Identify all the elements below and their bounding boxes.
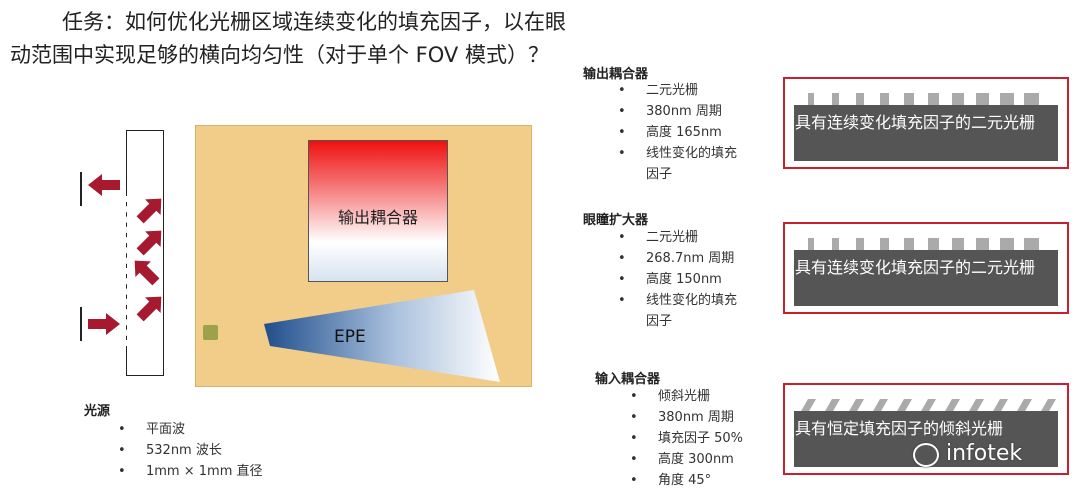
output-coupler-heading: 输出耦合器 [583, 67, 649, 82]
diagonal-arrow-2 [136, 230, 162, 256]
input-aperture-bar [80, 307, 82, 341]
diagonal-arrow-3 [134, 260, 160, 286]
grating-caption: 具有连续变化填充因子的二元光栅 [795, 113, 1036, 132]
list-item: 380nm 周期 [618, 101, 778, 122]
diagonal-arrow-1 [136, 198, 162, 224]
input-coupler-list: 倾斜光栅 380nm 周期 填充因子 50% 高度 300nm 角度 45° [630, 386, 790, 491]
diagonal-arrow-4 [136, 296, 162, 322]
list-item: 268.7nm 周期 [618, 248, 778, 269]
outgoing-light-arrow [88, 174, 120, 196]
grating-caption: 具有恒定填充因子的倾斜光栅 [795, 419, 1004, 438]
light-arrows [88, 174, 162, 335]
epe-label: EPE [334, 327, 366, 347]
list-item: 高度 300nm [630, 449, 790, 470]
list-item: 380nm 周期 [630, 407, 790, 428]
grating-caption: 具有连续变化填充因子的二元光栅 [795, 258, 1036, 277]
output-coupler-region [308, 140, 448, 282]
output-coupler-label: 输出耦合器 [337, 208, 418, 227]
list-item: 高度 150nm [618, 269, 778, 290]
light-source-list: 平面波 532nm 波长 1mm × 1mm 直径 [118, 419, 338, 482]
epe-grating-frame: 具有连续变化填充因子的二元光栅 [783, 222, 1069, 314]
input-coupler-grating-frame: 具有恒定填充因子的倾斜光栅 [783, 383, 1069, 475]
list-item: 倾斜光栅 [630, 386, 790, 407]
waveguide-dashed-edge [125, 196, 127, 346]
incoming-light-arrow [88, 313, 120, 335]
list-item: 高度 165nm [618, 122, 778, 143]
list-item: 二元光栅 [618, 227, 778, 248]
epe-region [264, 290, 500, 382]
input-coupler-heading: 输入耦合器 [595, 372, 661, 387]
list-item: 填充因子 50% [630, 428, 790, 449]
list-item: 1mm × 1mm 直径 [118, 461, 338, 482]
wechat-icon [913, 443, 939, 467]
input-coupler-region [203, 325, 218, 340]
output-coupler-grating-frame: 具有连续变化填充因子的二元光栅 [783, 77, 1069, 169]
list-item: 角度 45° [630, 470, 790, 491]
list-item: 532nm 波长 [118, 440, 338, 461]
grating-substrate [794, 105, 1058, 161]
grating-substrate [794, 250, 1058, 306]
binary-grating-teeth [808, 93, 1039, 107]
binary-grating-teeth [808, 238, 1039, 252]
light-source-heading: 光源 [84, 404, 111, 419]
output-aperture-bar [80, 172, 82, 206]
watermark-text: infotek [946, 441, 1023, 466]
list-item: 二元光栅 [618, 80, 778, 101]
task-text: 任务：如何优化光栅区域连续变化的填充因子，以在眼动范围中实现足够的横向均匀性（对… [10, 10, 566, 67]
epe-heading: 眼瞳扩大器 [583, 213, 649, 228]
epe-list: 二元光栅 268.7nm 周期 高度 150nm 线性变化的填充因子 [618, 227, 778, 332]
list-item: 线性变化的填充因子 [618, 143, 746, 185]
slanted-grating-teeth [800, 399, 1056, 413]
list-item: 平面波 [118, 419, 338, 440]
output-coupler-list: 二元光栅 380nm 周期 高度 165nm 线性变化的填充因子 [618, 80, 778, 185]
list-item: 线性变化的填充因子 [618, 290, 746, 332]
